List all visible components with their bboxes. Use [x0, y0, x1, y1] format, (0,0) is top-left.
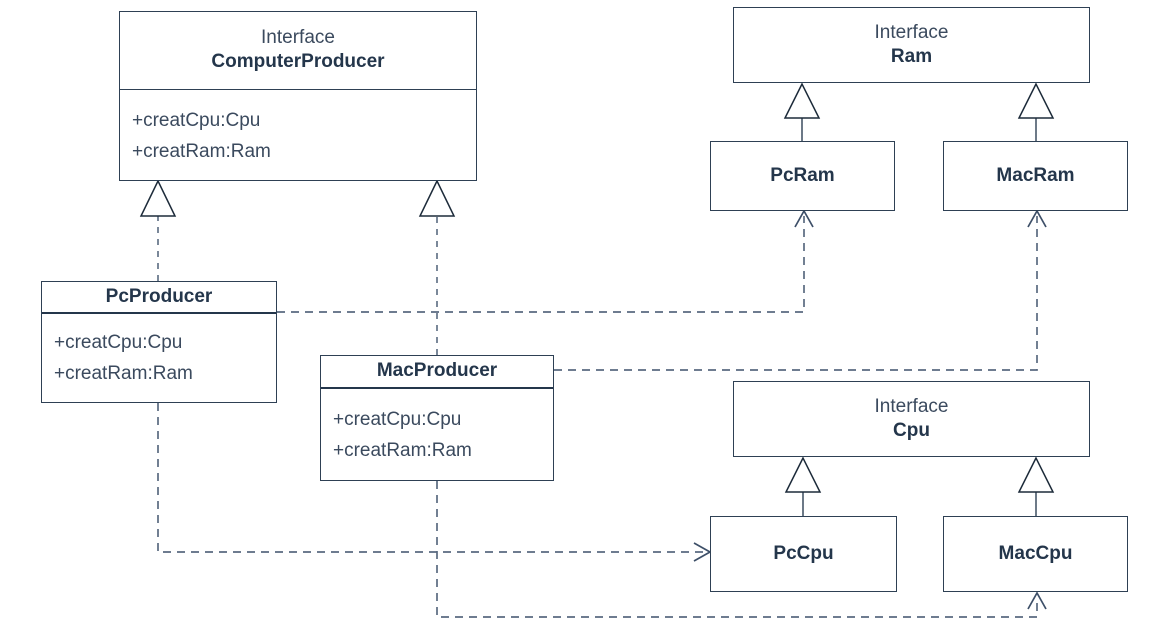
class-header-cpu: Interface Cpu: [734, 382, 1089, 456]
class-node-mac-cpu[interactable]: MacCpu: [943, 516, 1128, 592]
class-members-pc-producer: +creatCpu:Cpu +creatRam:Ram: [42, 312, 276, 402]
class-node-pc-producer[interactable]: PcProducer +creatCpu:Cpu +creatRam:Ram: [41, 281, 277, 403]
class-name-label: MacRam: [996, 164, 1075, 186]
edge-mac-cpu-realizes-cpu: [1017, 456, 1055, 516]
class-header-pc-producer: PcProducer: [42, 282, 276, 312]
stereotype-label: Interface: [874, 21, 949, 43]
member-row: +creatRam:Ram: [54, 363, 193, 384]
class-node-mac-ram[interactable]: MacRam: [943, 141, 1128, 211]
class-header-ram: Interface Ram: [734, 8, 1089, 82]
class-name-label: PcProducer: [105, 285, 213, 307]
member-row: +creatRam:Ram: [333, 439, 472, 461]
member-row: +creatCpu:Cpu: [333, 408, 462, 430]
edge-pc-producer-depends-pc-ram: [277, 209, 814, 313]
edge-pc-producer-realizes-computer-producer: [139, 179, 177, 281]
stereotype-label: Interface: [874, 395, 949, 417]
class-node-pc-ram[interactable]: PcRam: [710, 141, 895, 211]
edge-pc-ram-realizes-ram: [783, 82, 821, 141]
class-name-label: ComputerProducer: [211, 51, 385, 73]
class-node-cpu[interactable]: Interface Cpu: [733, 381, 1090, 457]
member-row: +creatCpu:Cpu: [132, 109, 261, 131]
class-node-computer-producer[interactable]: Interface ComputerProducer +creatCpu:Cpu…: [119, 11, 477, 181]
class-members-mac-producer: +creatCpu:Cpu +creatRam:Ram: [321, 387, 553, 480]
class-header-computer-producer: Interface ComputerProducer: [120, 12, 476, 89]
class-node-ram[interactable]: Interface Ram: [733, 7, 1090, 83]
edge-pc-cpu-realizes-cpu: [784, 456, 822, 516]
class-node-mac-producer[interactable]: MacProducer +creatCpu:Cpu +creatRam:Ram: [320, 355, 554, 481]
stereotype-label: Interface: [261, 27, 335, 48]
class-name-label: MacProducer: [376, 360, 498, 382]
member-row: +creatRam:Ram: [132, 140, 271, 162]
member-row: +creatCpu:Cpu: [54, 332, 183, 354]
class-name-label: Cpu: [893, 419, 930, 441]
class-header-mac-producer: MacProducer: [321, 356, 553, 387]
edge-mac-producer-realizes-computer-producer: [418, 179, 456, 355]
class-node-pc-cpu[interactable]: PcCpu: [710, 516, 897, 592]
class-name-label: PcRam: [770, 164, 835, 186]
class-name-label: Ram: [890, 45, 933, 67]
edge-mac-producer-depends-mac-ram: [554, 209, 1047, 371]
class-members-computer-producer: +creatCpu:Cpu +creatRam:Ram: [120, 89, 476, 181]
class-name-label: MacCpu: [998, 542, 1073, 564]
edge-mac-ram-realizes-ram: [1017, 82, 1055, 141]
class-name-label: PcCpu: [773, 542, 834, 564]
